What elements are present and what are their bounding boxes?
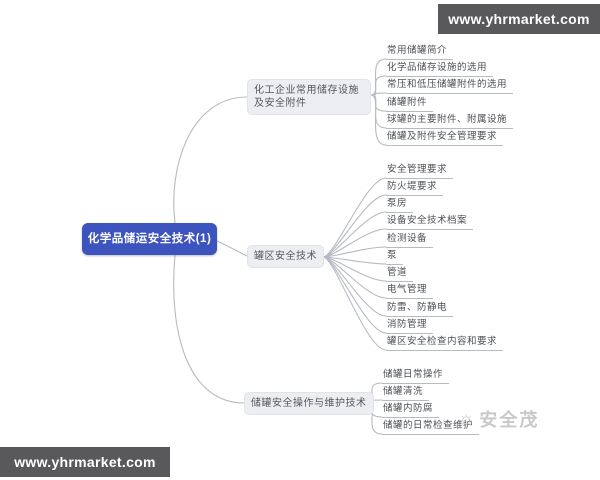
connector-line <box>173 96 248 224</box>
branch-node-tank-operation-maintenance: 储罐安全操作与维护技术 <box>244 392 374 415</box>
connector-line <box>370 94 387 146</box>
leaf-node: 安全管理要求 <box>386 164 454 179</box>
website-banner-top: www.yhrmarket.com <box>438 4 600 34</box>
leaf-node: 防火堤要求 <box>386 181 444 196</box>
leaf-node: 储罐的日常检查维护 <box>382 420 480 435</box>
leaf-node: 消防管理 <box>386 319 434 334</box>
connector-line <box>322 256 387 351</box>
website-banner-bottom: www.yhrmarket.com <box>0 447 170 477</box>
leaf-node: 常用储罐简介 <box>386 45 454 60</box>
leaf-node: 化学品储存设施的选用 <box>386 62 494 77</box>
branch-node-tank-area-safety: 罐区安全技术 <box>247 245 324 268</box>
leaf-node: 防雷、防静电 <box>386 302 454 317</box>
connector-line <box>216 240 248 257</box>
connector-line <box>322 194 387 258</box>
connector-line <box>370 94 387 129</box>
sun-logo-icon: ☼ <box>457 408 476 430</box>
connector-line <box>173 254 245 404</box>
connector-line <box>370 94 387 112</box>
connector-line <box>370 75 387 96</box>
leaf-node: 泵房 <box>386 198 414 213</box>
leaf-node: 电气管理 <box>386 284 434 299</box>
leaf-node: 泵 <box>386 250 404 265</box>
root-node: 化学品储运安全技术(1) <box>82 223 217 255</box>
leaf-node: 罐区安全检查内容和要求 <box>386 336 504 351</box>
leaf-node: 设备安全技术档案 <box>386 215 474 230</box>
leaf-node: 储罐内防腐 <box>382 403 440 418</box>
leaf-node: 管道 <box>386 267 414 282</box>
connector-line <box>322 177 387 258</box>
leaf-node: 储罐附件 <box>386 97 434 112</box>
watermark: ☼ 安全茂 <box>457 406 539 432</box>
leaf-node: 常压和低压储罐附件的选用 <box>386 79 514 94</box>
leaf-node: 储罐日常操作 <box>382 369 450 384</box>
leaf-node: 检测设备 <box>386 233 434 248</box>
branch-node-storage-facilities: 化工企业常用储存设施及安全附件 <box>247 79 371 115</box>
leaf-node: 储罐清洗 <box>382 386 430 401</box>
leaf-node: 储罐及附件安全管理要求 <box>386 131 504 146</box>
watermark-text: 安全茂 <box>479 410 540 430</box>
leaf-node: 球罐的主要附件、附属设施 <box>386 114 514 129</box>
